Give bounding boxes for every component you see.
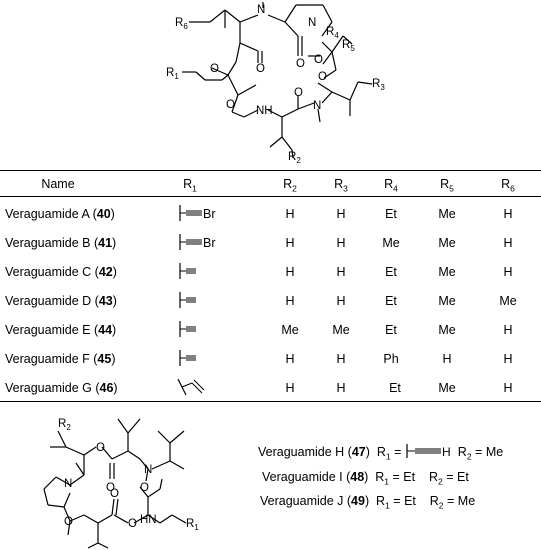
table-top-rule: [0, 170, 541, 171]
cell-r2: H: [285, 236, 295, 250]
r1-alkyne-icon: [179, 263, 196, 279]
label-o5: O: [314, 54, 323, 66]
label-r1: R1: [166, 67, 179, 81]
cell-r4: Et: [385, 265, 397, 279]
cell-r3: H: [336, 294, 346, 308]
svg-text:O: O: [106, 482, 115, 494]
header-r1: R1: [183, 177, 197, 194]
cell-r5: Me: [438, 236, 456, 250]
cell-r3: H: [336, 207, 346, 221]
header-r5: R5: [440, 177, 454, 194]
header-name: Name: [41, 177, 75, 191]
label-o2: O: [256, 63, 265, 75]
row-name: Veraguamide B (41): [5, 236, 117, 250]
svg-text:O: O: [110, 488, 119, 500]
row-name: Veraguamide E (44): [5, 323, 117, 337]
cell-r4: Ph: [383, 352, 399, 366]
row-name: Veraguamide A (40): [5, 207, 115, 221]
cell-r3: H: [336, 352, 346, 366]
svg-text:Br: Br: [203, 236, 216, 250]
row-name: Veraguamide C (42): [5, 265, 117, 279]
header-r3: R3: [334, 177, 348, 194]
svg-text:R2: R2: [58, 418, 71, 432]
cell-r2: H: [285, 352, 295, 366]
cell-r4: Et: [389, 381, 401, 395]
cell-r5: Me: [438, 381, 456, 395]
svg-text:O: O: [96, 442, 105, 454]
label-o7: O: [294, 87, 303, 99]
header-r2: R2: [283, 177, 297, 194]
cell-r2: H: [285, 294, 295, 308]
cell-r5: Me: [438, 323, 456, 337]
row-name: Veraguamide G (46): [5, 381, 118, 395]
svg-text:Br: Br: [203, 207, 216, 221]
cell-r2: Me: [281, 323, 299, 337]
header-r6: R6: [501, 177, 515, 194]
row-name: Veraguamide D (43): [5, 294, 117, 308]
r1-alkyne-icon: [179, 350, 196, 366]
cell-r2: H: [285, 207, 295, 221]
cell-r2: H: [285, 265, 295, 279]
label-r2: R2: [288, 151, 301, 165]
r1-alkyne-icon: [179, 292, 196, 308]
cell-r2: H: [285, 381, 295, 395]
label-r6: R6: [175, 17, 188, 31]
label-r3: R3: [372, 78, 385, 92]
label-n1: N: [257, 4, 265, 16]
cell-r3: H: [336, 381, 346, 395]
cell-r4: Et: [385, 294, 397, 308]
cell-r5: H: [442, 352, 452, 366]
header-r4: R4: [384, 177, 398, 194]
svg-text:O: O: [64, 516, 73, 528]
r1-bromoalkyne-icon: Br: [179, 205, 216, 221]
cell-r5: Me: [438, 294, 456, 308]
svg-text:HN: HN: [140, 514, 157, 526]
label-n3: N: [313, 100, 321, 112]
svg-text:H: H: [442, 445, 451, 458]
table-bottom-rule: [0, 401, 541, 402]
svg-text:O: O: [128, 518, 137, 530]
cell-r6: H: [503, 381, 513, 395]
label-n2: N: [308, 17, 316, 29]
r1-vinyl-icon: [177, 378, 205, 396]
label-o1: O: [296, 58, 305, 70]
cell-r5: Me: [438, 265, 456, 279]
table-header-rule: [0, 196, 541, 197]
label-nh: NH: [256, 105, 273, 117]
cell-r3: H: [336, 265, 346, 279]
svg-text:R1: R1: [186, 518, 199, 532]
cell-r6: H: [503, 265, 513, 279]
cell-r4: Me: [382, 236, 400, 250]
legend-veraguamide-j: Veraguamide J (49) R1 = Et R2 = Me: [260, 494, 476, 511]
svg-text:N: N: [64, 478, 72, 490]
cell-r4: Et: [385, 323, 397, 337]
legend-veraguamide-i: Veraguamide I (48) R1 = Et R2 = Et: [262, 470, 469, 487]
cell-r6: H: [503, 323, 513, 337]
cell-r5: Me: [438, 207, 456, 221]
label-o3: O: [210, 63, 219, 75]
bottom-macrocycle-structure: R2 O O O N HN N O O O R1: [43, 418, 199, 549]
label-o6: O: [226, 99, 235, 111]
r1-alkyne-icon: [179, 321, 196, 337]
top-macrocycle-structure: R6 N N O O O R4 R5 O O R1 R3 O NH O N R2: [166, 2, 385, 165]
cell-r6: H: [503, 207, 513, 221]
cell-r3: Me: [332, 323, 350, 337]
row-name: Veraguamide F (45): [5, 352, 116, 366]
legend-veraguamide-h: Veraguamide H (47) R1 = H R2 = Me: [258, 444, 504, 462]
label-r5: R5: [342, 39, 355, 53]
cell-r6: H: [503, 352, 513, 366]
svg-text:N: N: [144, 464, 152, 476]
r1-bromoalkyne-icon: Br: [179, 234, 216, 250]
cell-r6: H: [503, 236, 513, 250]
label-o4: O: [318, 71, 327, 83]
cell-r3: H: [336, 236, 346, 250]
cell-r6: Me: [499, 294, 517, 308]
alkyne-icon: H: [406, 444, 451, 459]
label-r4: R4: [326, 26, 339, 40]
cell-r4: Et: [385, 207, 397, 221]
svg-text:O: O: [140, 482, 149, 494]
